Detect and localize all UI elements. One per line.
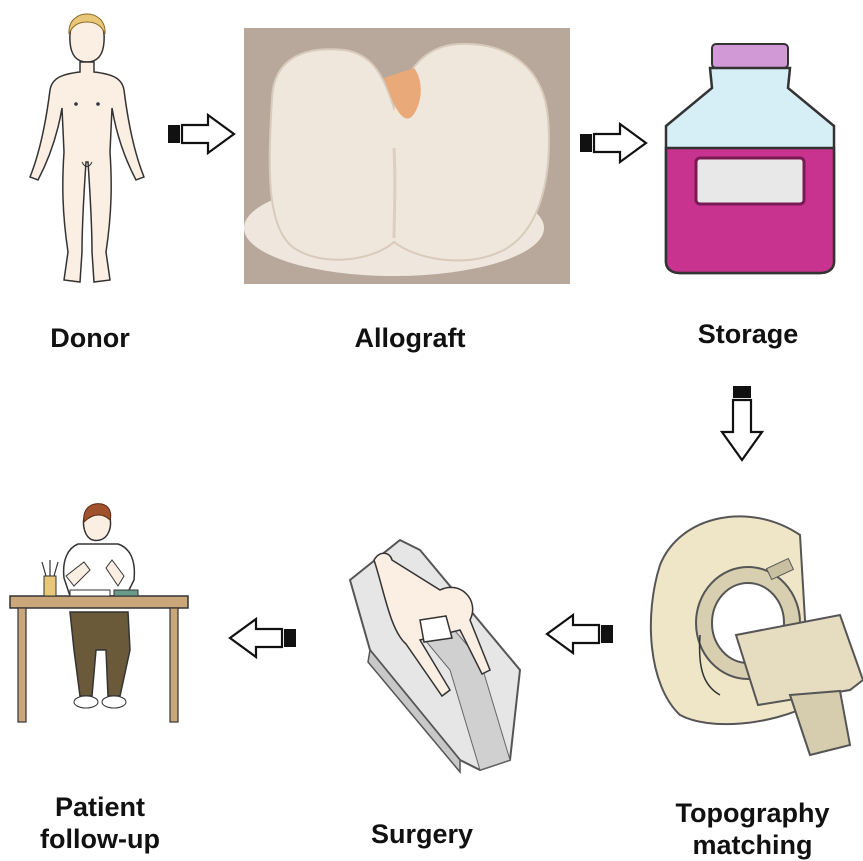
donor-figure-icon — [22, 12, 152, 297]
storage-label: Storage — [668, 318, 828, 350]
mri-scanner-icon — [640, 505, 863, 760]
arrow-down-icon — [720, 386, 764, 462]
arrow-right-icon — [580, 122, 648, 164]
arrow-left-icon — [228, 617, 298, 659]
arrow-right-icon — [168, 113, 236, 155]
surgery-label: Surgery — [342, 818, 502, 850]
arrow-left-icon — [545, 613, 615, 655]
patient-at-desk-icon — [8, 500, 190, 725]
donor-label: Donor — [20, 322, 160, 354]
storage-bottle-icon — [660, 40, 840, 275]
allograft-photo — [244, 28, 570, 284]
surgery-table-icon — [340, 520, 530, 775]
allograft-label: Allograft — [320, 322, 500, 354]
topography-matching-label: Topography matching — [650, 797, 855, 861]
patient-follow-up-label: Patient follow-up — [20, 791, 180, 855]
